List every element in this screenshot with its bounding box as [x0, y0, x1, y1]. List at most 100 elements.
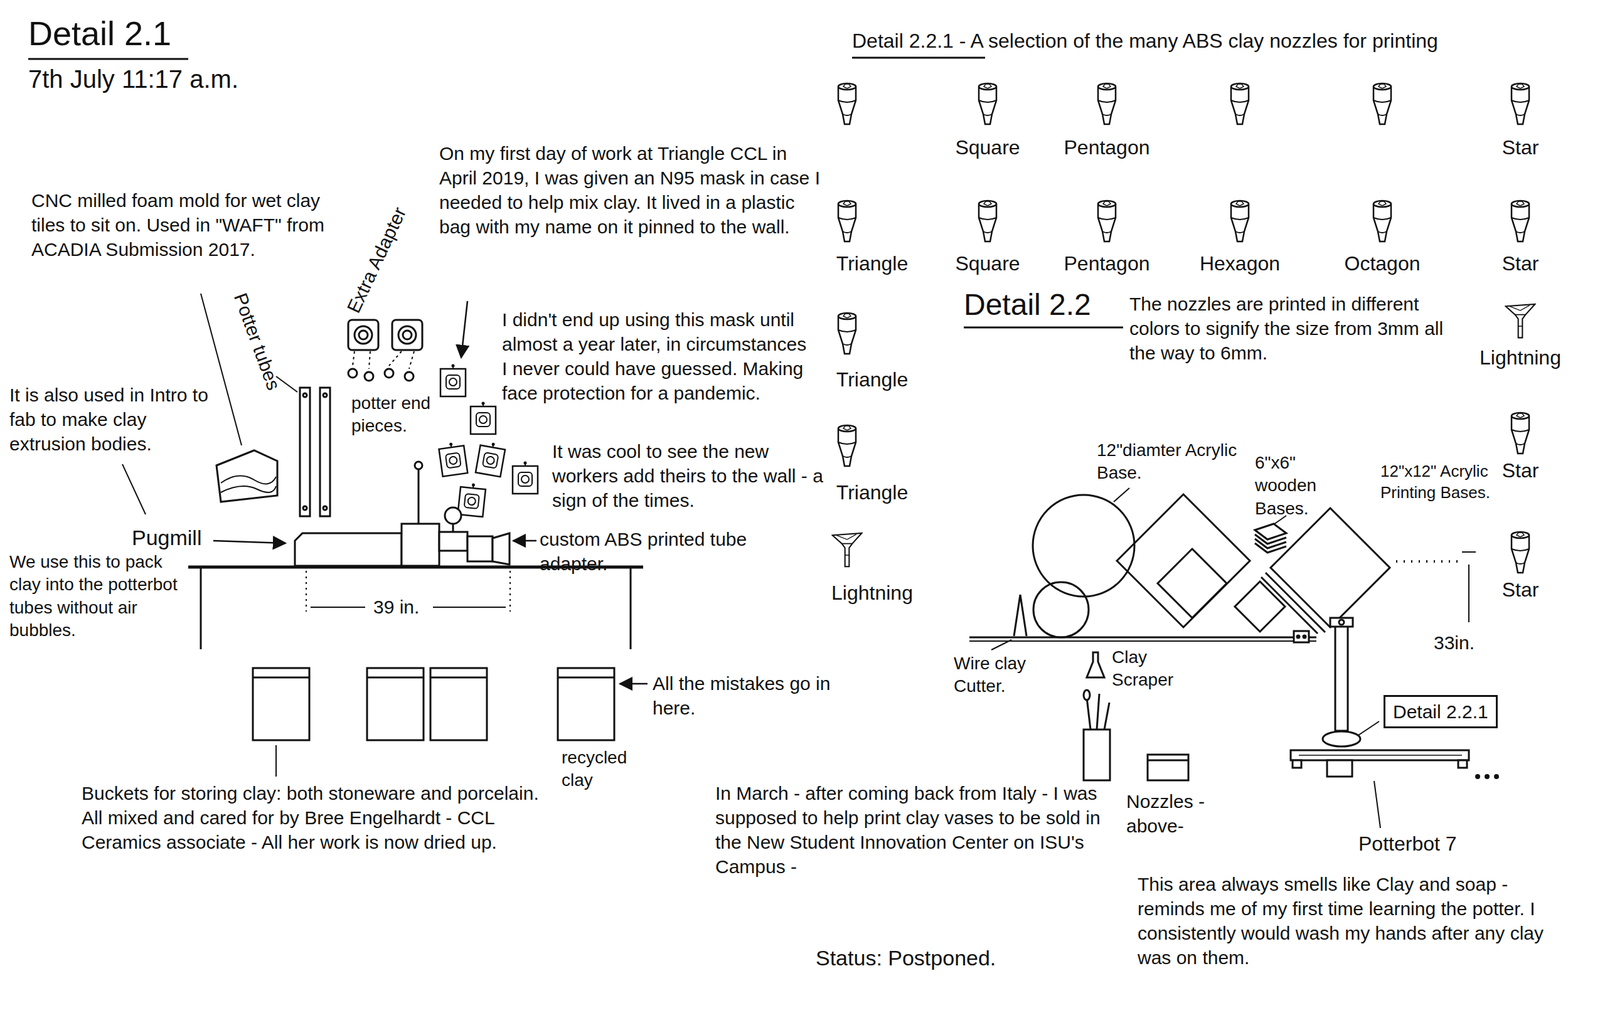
part-label: Potter tubes [222, 272, 293, 411]
potterbot [1322, 731, 1361, 747]
part-label: 12"x12" Acrylic Printing Bases. [1380, 461, 1497, 504]
foam-mold [216, 450, 278, 502]
adapters [389, 351, 402, 366]
pugmill [467, 536, 493, 562]
note: CNC milled foam mold for wet clay tiles … [31, 188, 327, 262]
clay-buckets [557, 677, 615, 679]
potterbot [1335, 624, 1348, 731]
shelf-and-tools [969, 640, 1317, 642]
nozzle-icons [1231, 200, 1249, 242]
heading-underline [963, 326, 1124, 329]
pugmill [417, 469, 420, 524]
potterbot [1495, 775, 1499, 779]
clay-buckets [252, 668, 310, 741]
foam-mold [216, 450, 278, 502]
adapters [348, 368, 358, 378]
shelf-and-tools [1096, 693, 1100, 730]
n95-masks [440, 364, 466, 398]
arrow [461, 301, 468, 358]
adapters [409, 351, 415, 369]
adapters [398, 326, 416, 344]
printing-bases [1265, 572, 1326, 633]
printing-bases [1270, 508, 1390, 628]
part-label: custom ABS printed tube adapter. [539, 527, 804, 576]
part-label: Clay Scraper [1111, 646, 1194, 693]
shelf-and-tools [1296, 635, 1300, 639]
nozzle-icons [832, 533, 863, 567]
part-label: Wire clay Cutter. [953, 652, 1048, 699]
foam-mold [220, 476, 277, 485]
callout-text: Detail 2.2.1 [1392, 699, 1489, 725]
note: This area always smells like Clay and so… [1137, 872, 1577, 971]
status-note: Status: Postponed. [815, 944, 1067, 972]
shelf-and-tools [1013, 594, 1027, 637]
pugmill [439, 532, 468, 551]
dimension-line [306, 552, 1476, 623]
printing-bases [1116, 494, 1250, 628]
potterbot [1396, 560, 1462, 563]
potter-tubes [320, 387, 331, 517]
clay-buckets [430, 668, 487, 741]
printing-bases [1032, 495, 1135, 597]
dimension-line [432, 606, 506, 608]
dimension-line [1468, 564, 1470, 623]
nozzle-icons [1373, 200, 1392, 242]
adapters [348, 320, 379, 351]
note: It was cool to see the new workers add t… [552, 439, 829, 513]
arrow [213, 540, 286, 544]
note: It is also used in Intro to fab to make … [9, 382, 211, 457]
n95-masks [470, 402, 496, 435]
potter-tubes [323, 393, 327, 398]
detail-heading: Detail 2.2 [963, 285, 1127, 325]
nozzle-label: Triangle [825, 250, 920, 278]
dimension-line [509, 570, 511, 612]
nozzle-icons [1373, 83, 1392, 125]
nozzle-label: Triangle [825, 480, 920, 507]
nozzle-icons [838, 200, 856, 242]
clay-buckets [367, 677, 424, 679]
nozzle-icons [838, 313, 856, 354]
potterbot [1298, 754, 1462, 757]
leader-line [1358, 721, 1380, 736]
page-title: Detail 2.1 [28, 11, 172, 56]
arrow [619, 683, 648, 686]
potterbot [1327, 760, 1353, 777]
leader-line [122, 464, 146, 515]
clay-buckets [430, 677, 487, 679]
shelf-and-tools [1086, 652, 1105, 678]
potter-tubes [299, 387, 310, 517]
potterbot [1476, 775, 1480, 779]
pugmill [452, 523, 455, 533]
note: I didn't end up using this mask until al… [501, 307, 816, 406]
n95-masks [475, 440, 506, 477]
potter-tubes [303, 393, 307, 398]
potterbot [1290, 750, 1469, 761]
shelf-and-tools [1147, 759, 1189, 762]
note: On my first day of work at Triangle CCL … [439, 141, 829, 240]
nozzle-label: Pentagon [1050, 134, 1164, 162]
part-label: Nozzles -above- [1126, 789, 1221, 839]
potterbot [1458, 760, 1467, 768]
dimension-label: 39 in. [373, 594, 437, 620]
nozzle-icons [978, 83, 997, 125]
part-label: Extra Adapter [336, 192, 417, 329]
part-label: Pugmill [131, 523, 226, 552]
nozzle-label: Square [937, 134, 1038, 162]
dimension-label: 33in. [1433, 630, 1491, 656]
nozzle-icons [1511, 200, 1530, 242]
note: The nozzles are printed in different col… [1129, 291, 1469, 366]
nozzle-label: Star [1482, 577, 1558, 604]
nozzle-icons [978, 200, 997, 242]
note: In March - after coming back from Italy … [715, 781, 1124, 880]
nozzle-label: Lightning [821, 580, 923, 607]
potterbot [1330, 618, 1353, 627]
adapters [364, 372, 374, 381]
printing-bases [1261, 577, 1318, 634]
shelf-and-tools [1104, 702, 1110, 730]
nozzle-icons [832, 83, 1536, 573]
detail-heading: Detail 2.2.1 - A selection of the many A… [852, 28, 1587, 55]
n95-masks [457, 482, 486, 518]
adapters [404, 372, 414, 381]
nozzle-icons [1511, 532, 1530, 573]
